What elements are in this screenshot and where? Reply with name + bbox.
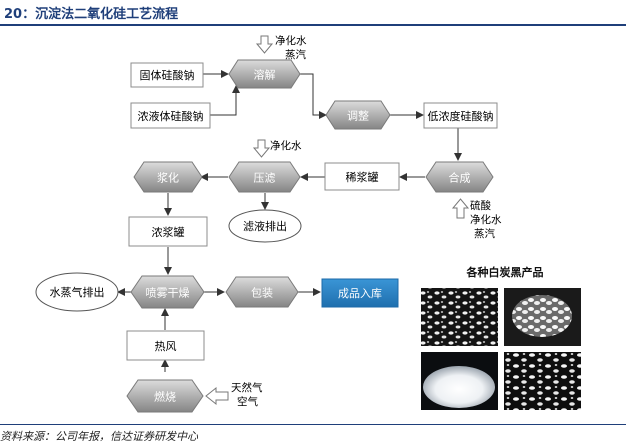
- footer-rule: [0, 424, 626, 425]
- diamond-synthesis: 合成: [425, 161, 494, 193]
- svg-text:稀浆罐: 稀浆罐: [346, 170, 379, 184]
- input-synth-acid: 硫酸: [470, 199, 491, 212]
- photo-granules-dark-1: [421, 288, 498, 346]
- box-conc-silicate: 浓液体硅酸钠: [130, 102, 211, 129]
- source-note: 资料来源：公司年报，信达证券研发中心: [0, 430, 198, 443]
- box-warehouse: 成品入库: [321, 278, 399, 308]
- product-photos: [421, 288, 581, 410]
- svg-text:热风: 热风: [155, 340, 177, 353]
- input-top-water: 净化水: [275, 34, 307, 47]
- diamond-spray-dry: 喷雾干燥: [130, 275, 205, 309]
- svg-text:成品入库: 成品入库: [338, 287, 382, 300]
- input-top-steam: 蒸汽: [285, 48, 306, 61]
- ellipse-steam-out: 水蒸气排出: [35, 272, 119, 312]
- svg-text:浓浆罐: 浓浆罐: [152, 225, 185, 239]
- input-synth-water: 净化水: [470, 213, 502, 226]
- photos-title: 各种白炭黑产品: [466, 266, 544, 279]
- title-rule: [0, 24, 626, 26]
- input-arrow-top: [255, 35, 274, 54]
- input-synth-steam: 蒸汽: [474, 227, 495, 240]
- box-hot-air: 热风: [126, 330, 205, 361]
- ellipse-filtrate: 滤液排出: [228, 209, 302, 243]
- svg-text:浓液体硅酸钠: 浓液体硅酸钠: [138, 109, 204, 123]
- diamond-dissolve: 溶解: [228, 59, 301, 89]
- svg-text:低浓度硅酸钠: 低浓度硅酸钠: [428, 109, 494, 123]
- diamond-adjust: 调整: [325, 100, 391, 130]
- arrow-conc-to-dissolve: [210, 85, 240, 116]
- svg-text:溶解: 溶解: [254, 68, 276, 82]
- svg-text:合成: 合成: [449, 171, 471, 185]
- diamond-press-filter: 压滤: [228, 161, 301, 193]
- input-arrow-filter: [252, 139, 271, 158]
- input-fuel-air: 空气: [237, 395, 258, 408]
- input-arrow-fuel: [205, 386, 229, 406]
- svg-text:包装: 包装: [251, 287, 273, 300]
- photo-granules-dark-2: [504, 352, 581, 410]
- figure-title: 20：沉淀法二氧化硅工艺流程: [4, 7, 179, 22]
- diamond-combustion: 燃烧: [126, 379, 204, 413]
- box-low-silicate: 低浓度硅酸钠: [423, 102, 498, 129]
- box-solid-silicate: 固体硅酸钠: [130, 62, 204, 88]
- svg-text:浆化: 浆化: [157, 171, 179, 185]
- box-dilute-tank: 稀浆罐: [324, 162, 400, 191]
- svg-text:水蒸气排出: 水蒸气排出: [50, 285, 105, 299]
- svg-text:固体硅酸钠: 固体硅酸钠: [140, 68, 195, 82]
- diamond-package: 包装: [225, 276, 299, 308]
- svg-text:喷雾干燥: 喷雾干燥: [146, 287, 190, 300]
- diamond-slurry: 浆化: [133, 161, 203, 193]
- svg-text:燃烧: 燃烧: [154, 390, 176, 404]
- svg-text:调整: 调整: [347, 109, 369, 123]
- photo-granules-heap-pile: [512, 295, 572, 337]
- input-arrow-synthesis: [451, 198, 470, 219]
- arrow-dissolve-to-adjust: [300, 73, 327, 119]
- input-filter-water: 净化水: [270, 139, 302, 152]
- input-fuel-gas: 天然气: [231, 381, 263, 394]
- photo-powder-pile-shape: [423, 366, 495, 408]
- box-conc-tank: 浓浆罐: [128, 216, 208, 247]
- svg-text:滤液排出: 滤液排出: [243, 219, 287, 233]
- svg-text:压滤: 压滤: [254, 172, 276, 185]
